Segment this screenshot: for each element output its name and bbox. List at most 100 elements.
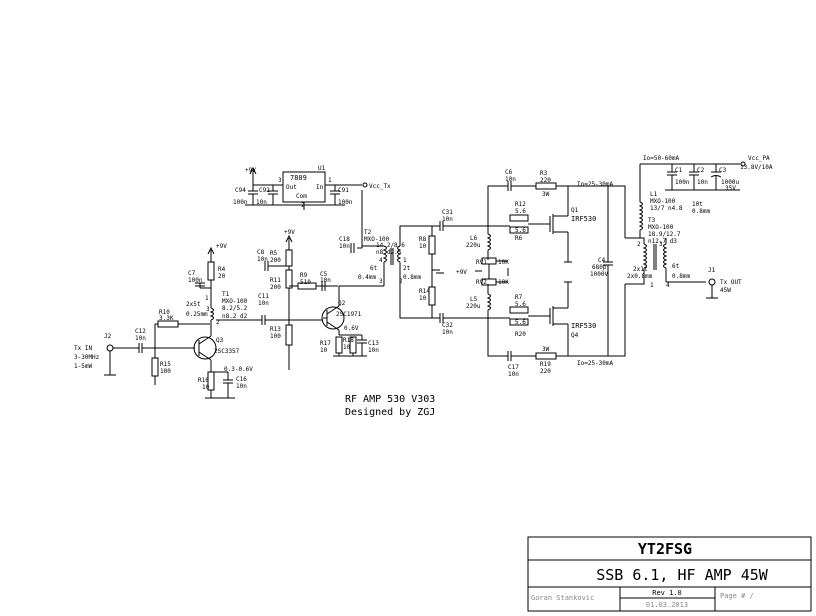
part-label-vcc-pa-spec: 13.8V/10A [740, 164, 773, 171]
part-label-r16v: 10 [202, 384, 210, 391]
part-label-q2: Q2 [338, 300, 346, 307]
part-label-r6: R6 [515, 235, 523, 242]
part-label-r3w: 3W [542, 191, 550, 198]
output-transformer: T3 MXO-100 18.9/12.7 n12.7 d3 2x1t 2x0.8… [625, 155, 773, 299]
part-label-t3: T3 [648, 217, 656, 224]
part-label-c16v: 10n [236, 383, 247, 390]
part-label-c17v: 10n [508, 371, 519, 378]
part-label-t3-turns2: 6t [672, 263, 680, 270]
part-label-c17: C17 [508, 364, 519, 371]
part-label-t1-dim2: 8.2/5.2 [222, 305, 248, 312]
part-label-l1-core: MXO-100 [650, 198, 676, 205]
project-title: SSB 6.1, HF AMP 45W [596, 566, 769, 584]
part-label-q3t: 2SC3357 [214, 348, 240, 355]
part-label-c94: C94 [235, 187, 246, 194]
part-label-io-bot: Io=25-30mA [577, 360, 614, 367]
part-label-t2-p1: 1 [403, 257, 407, 264]
part-label-c32v: 10n [442, 329, 453, 336]
part-label-q4t: IRF530 [571, 322, 596, 330]
part-label-rf-out-level: 45W [720, 287, 731, 294]
part-label-r13: R13 [270, 326, 281, 333]
part-label-u1-in: In [316, 184, 324, 191]
part-label-c32: C32 [442, 322, 453, 329]
part-label-c3: C3 [719, 167, 727, 174]
part-label-r9v: 510 [300, 279, 311, 286]
author-text: Goran Stankovic [531, 594, 594, 602]
part-label-plus9v-c: +9V [284, 229, 295, 236]
part-label-t2-dim: 14.2/8.6 [376, 242, 405, 249]
part-label-t1-dim: 0.25mm [186, 311, 208, 318]
part-label-q2t: 2SC1971 [336, 311, 362, 318]
part-label-q1: Q1 [571, 207, 579, 214]
part-label-t2-turns: 6t [370, 265, 378, 272]
part-label-r3v: 220 [540, 177, 551, 184]
part-label-c5v: 10n [320, 277, 331, 284]
part-label-rv2: RV2 [476, 279, 487, 286]
part-label-c7: C7 [188, 270, 196, 277]
part-label-c8: C8 [257, 249, 265, 256]
part-label-r19w: 3W [542, 346, 550, 353]
vcc-pa-label: Vcc_PA [748, 155, 770, 162]
tx-in-label: Tx IN [74, 345, 92, 352]
part-label-l1-turns: 10t [692, 201, 703, 208]
part-label-c7v: 100n [188, 277, 203, 284]
part-label-r19: R19 [540, 361, 551, 368]
part-label-u1-out: Out [286, 184, 297, 191]
part-label-t1-dim3: n8.2 d2 [222, 313, 248, 320]
part-label-r7v2: 5.6 [515, 319, 526, 326]
part-label-t2-p3: 3 [379, 278, 383, 285]
part-label-c12v: 10n [135, 335, 146, 342]
regulator-section: U1 7809 Out In Com 3 1 2 +9V C94 100n C9… [233, 165, 391, 210]
part-label-t3-wire: 2x0.8mm [627, 273, 653, 280]
part-label-q1t: IRF530 [571, 215, 596, 223]
part-label-r15v: 100 [160, 368, 171, 375]
part-label-t2: T2 [364, 229, 372, 236]
part-label-r17: R17 [320, 340, 331, 347]
part-label-c5: C5 [320, 271, 328, 278]
part-label-c94v: 100n [233, 199, 248, 206]
part-label-u1-type: 7809 [290, 174, 307, 182]
part-label-l1-dim: 13/7 n4.8 [650, 205, 683, 212]
part-label-c1v: 100n [675, 179, 690, 186]
part-label-c3w: 35V [725, 185, 736, 192]
part-label-c18: C18 [339, 236, 350, 243]
part-label-r4v: 20 [218, 273, 226, 280]
part-label-l1-wire: 0.8mm [692, 208, 710, 215]
part-label-rv1: RV1 [476, 259, 487, 266]
plus9v-label: +9V [245, 167, 256, 174]
part-label-r14: R14 [419, 288, 430, 295]
part-label-t3-turns: 2x1t [633, 266, 648, 273]
part-label-c91: C91 [338, 187, 349, 194]
part-label-r14v: 10 [419, 295, 427, 302]
design-note-line2: Designed by ZGJ [345, 407, 435, 418]
part-label-c13v: 10n [368, 347, 379, 354]
part-label-r11: R11 [270, 277, 281, 284]
part-label-l1: L1 [650, 191, 658, 198]
date-text: 01.03.2013 [646, 601, 688, 609]
part-label-j2: J2 [104, 333, 112, 340]
part-label-c12: C12 [135, 328, 146, 335]
part-label-v-q2e: 0.6V [344, 325, 359, 332]
part-label-plus9v-b: +9V [216, 243, 227, 250]
part-label-t3-dim: 18.9/12.7 [648, 231, 681, 238]
tx-out-label: Tx OUT [720, 279, 742, 286]
gate-network: C31 10n C32 10n R8 10 R14 10 L6 220u L5 … [419, 209, 509, 336]
part-label-c92: C92 [259, 187, 270, 194]
part-label-t2-wire2: 0.8mm [403, 274, 421, 281]
part-label-t3-p1: 1 [650, 282, 654, 289]
part-label-t1: T1 [222, 291, 230, 298]
part-label-c2v: 10n [697, 179, 708, 186]
part-label-r18v: 10 [343, 344, 351, 351]
stage-q3: J2 Tx IN 3-30MHz 1-5mW C12 10n R15 100 R… [74, 243, 262, 399]
part-label-r4: R4 [218, 266, 226, 273]
part-label-j1: J1 [708, 267, 716, 274]
part-label-c2: C2 [697, 167, 705, 174]
part-label-t1-core: MXO-100 [222, 298, 248, 305]
part-label-c6: C6 [505, 169, 513, 176]
page-text: Page # / [720, 592, 754, 600]
part-label-c13: C13 [368, 340, 379, 347]
part-label-l5v: 220u [466, 303, 481, 310]
part-label-l6v: 220u [466, 242, 481, 249]
part-label-r15: R15 [160, 361, 171, 368]
part-label-r8: R8 [419, 236, 427, 243]
